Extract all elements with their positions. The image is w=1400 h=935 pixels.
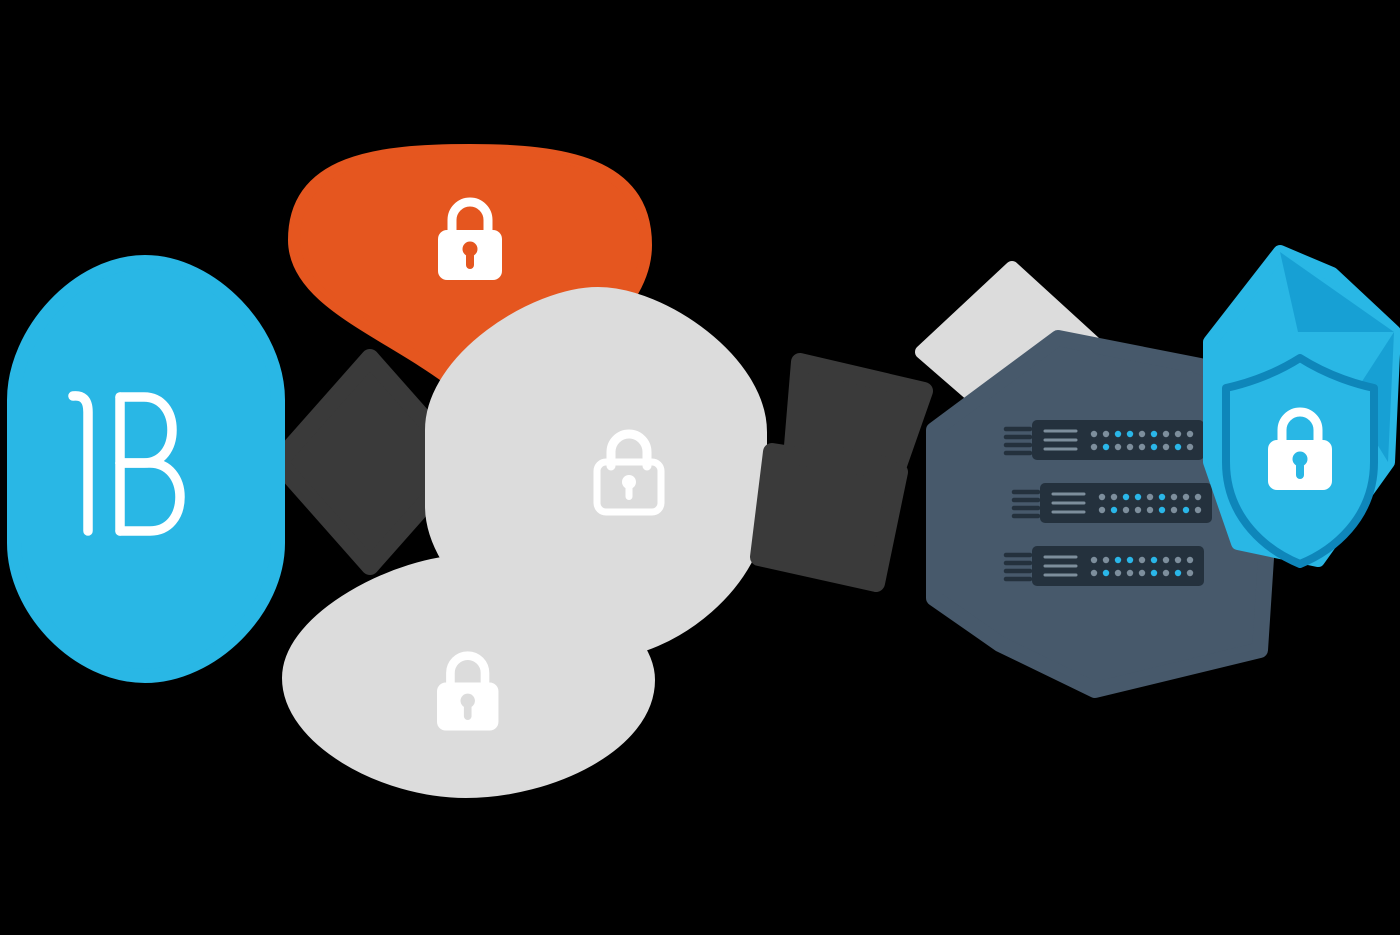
dark-s-shape [750,353,933,592]
logo-blob [7,255,285,683]
server-unit [1006,546,1204,586]
shield-facet [1280,252,1394,332]
server-unit [1014,483,1212,523]
logo-b-icon [68,391,185,536]
shield-icon [1222,354,1378,568]
bottom-blob [282,555,655,798]
server-unit [1006,420,1204,460]
security-shield [1203,245,1400,568]
